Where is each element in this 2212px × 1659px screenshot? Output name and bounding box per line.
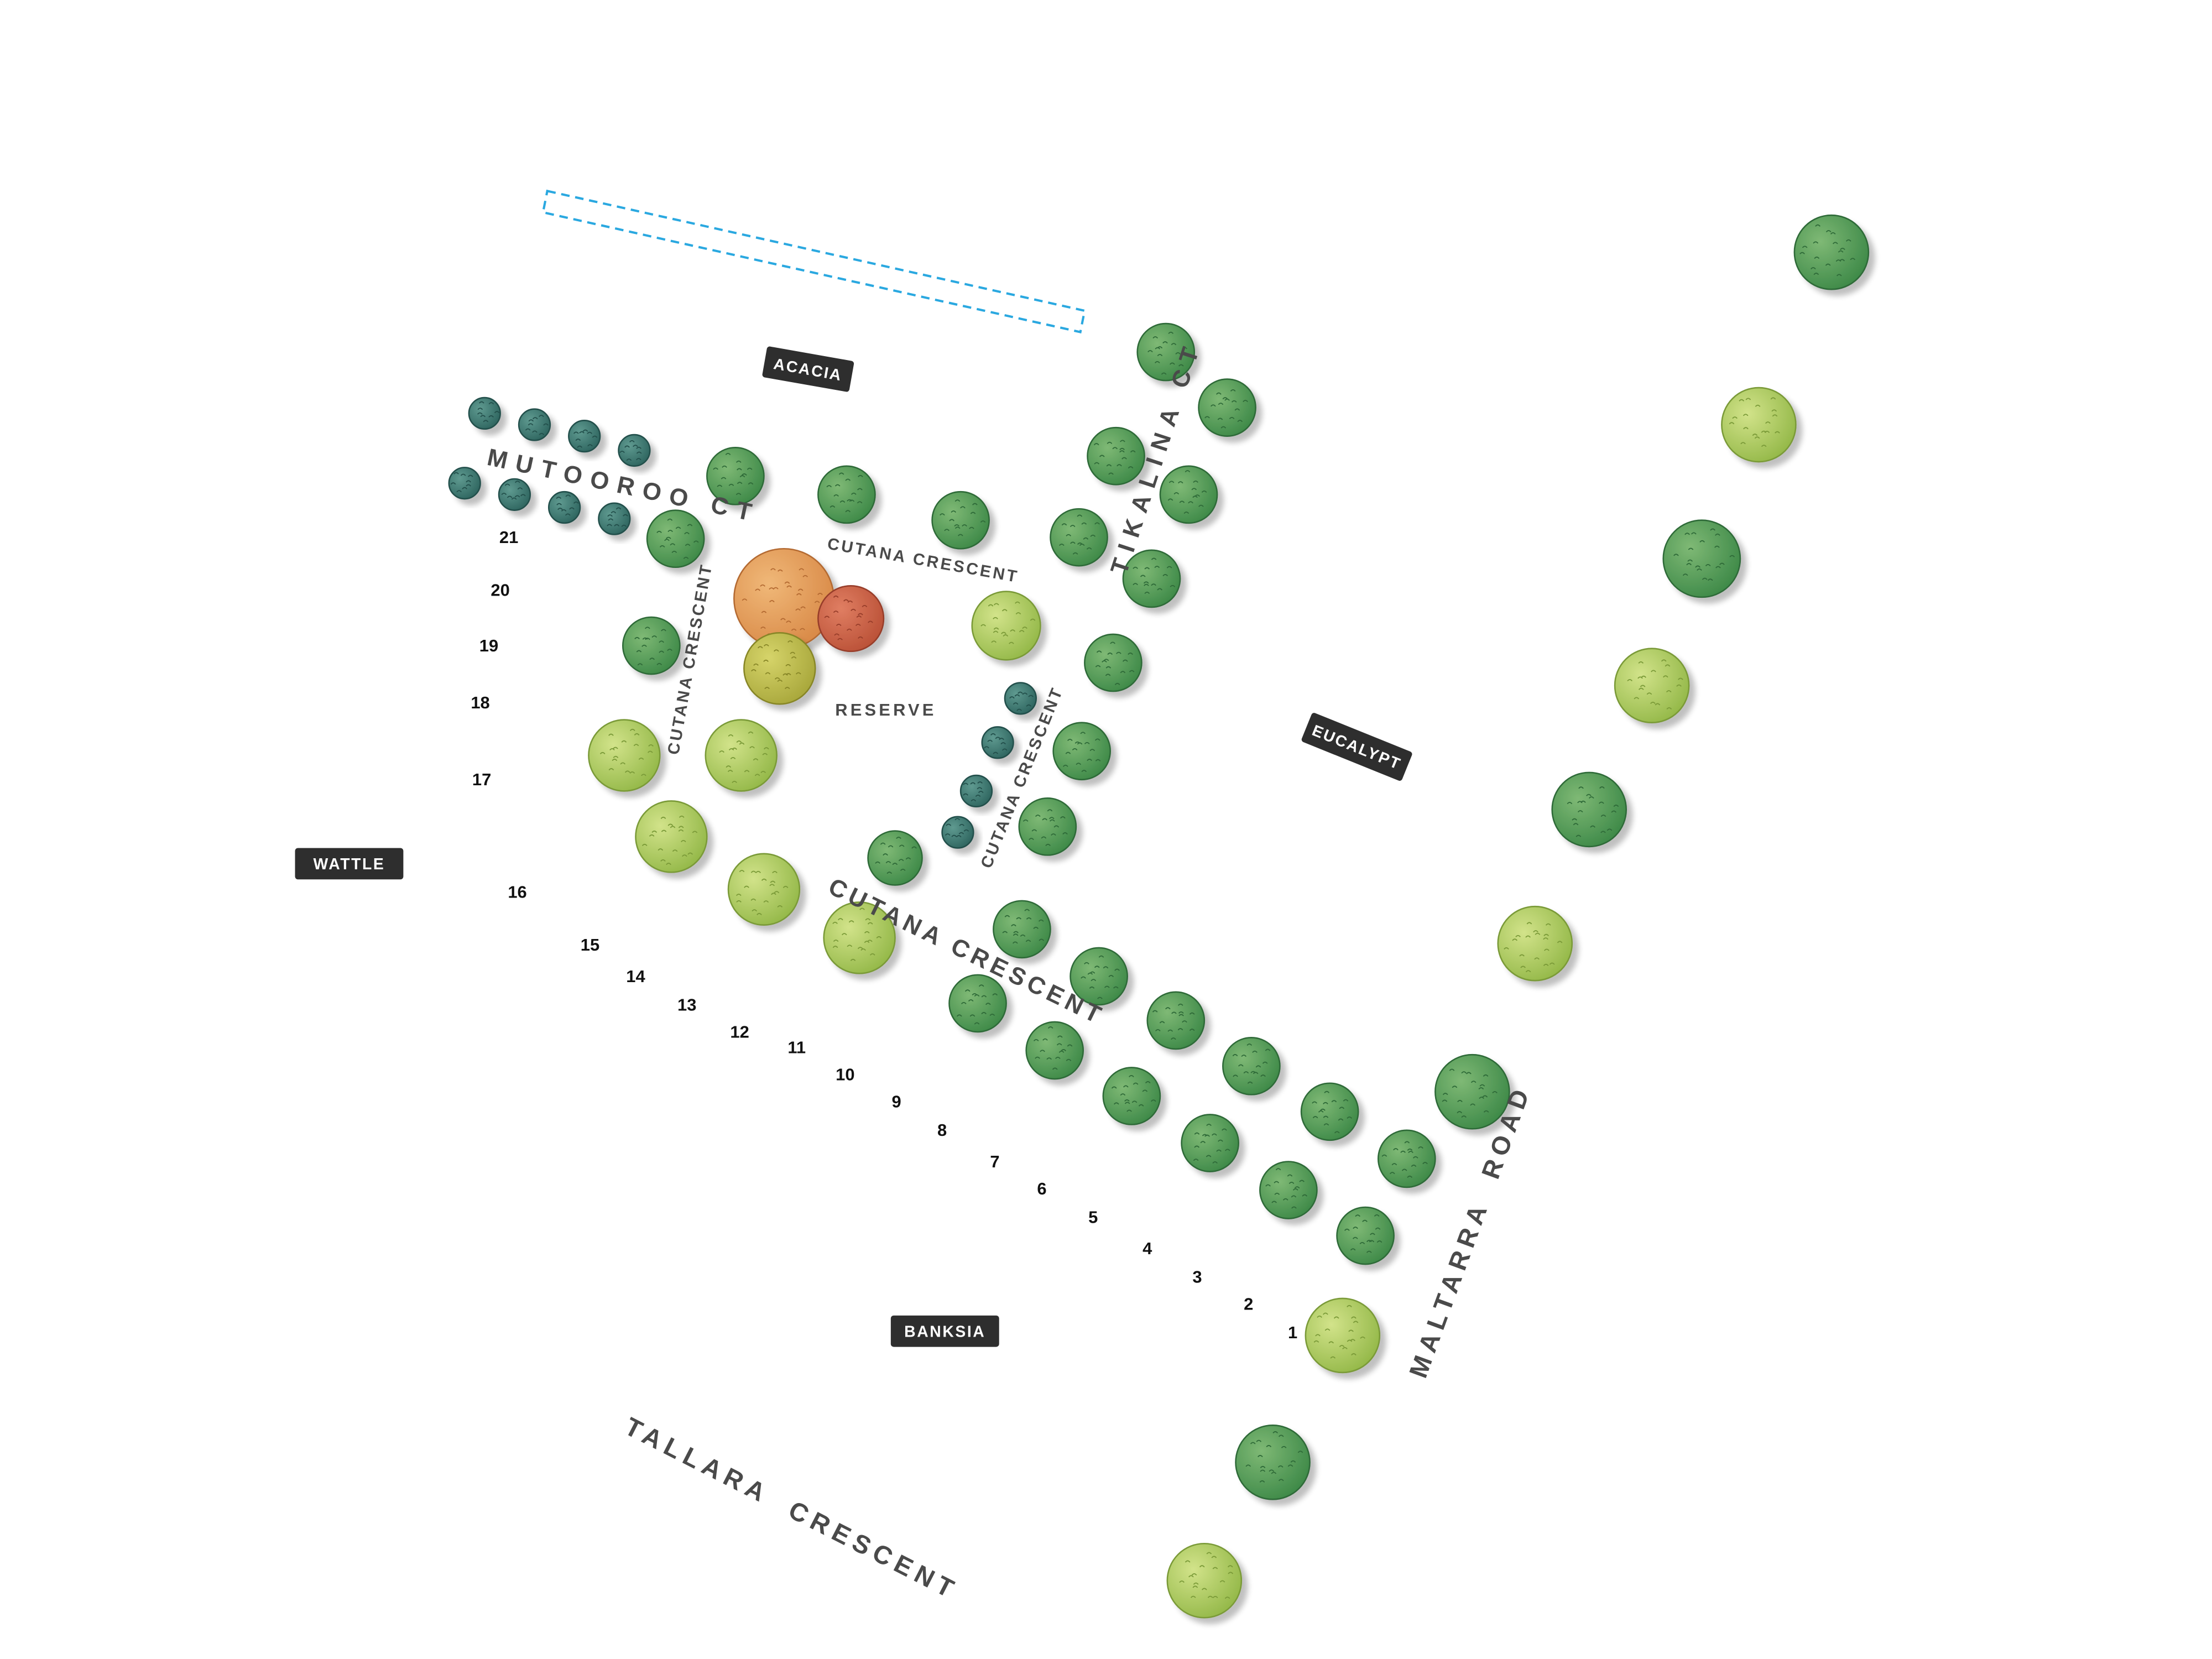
lot-number: 9 — [892, 1092, 901, 1112]
lot-number: 19 — [479, 636, 498, 655]
reserve-label: RESERVE — [835, 700, 936, 719]
lime-tree — [635, 800, 708, 873]
dark-green-tree — [1235, 1425, 1311, 1500]
dark-green-tree — [1050, 508, 1108, 567]
lot-number: 16 — [508, 883, 526, 902]
area-tag-eucalypt: EUCALYPT — [1301, 713, 1412, 781]
teal-shrub — [941, 816, 974, 849]
teal-shrub — [1004, 682, 1037, 715]
dark-green-tree — [1662, 519, 1741, 598]
svg-text:WATTLE: WATTLE — [314, 855, 385, 873]
dark-green-tree — [1146, 991, 1206, 1050]
dark-green-tree — [993, 900, 1051, 959]
dark-green-tree — [1087, 426, 1145, 486]
lime-tree — [1497, 905, 1573, 982]
dark-green-tree — [1102, 1067, 1161, 1125]
dark-green-tree — [1434, 1053, 1510, 1130]
dark-green-tree — [931, 491, 990, 550]
lime-tree — [727, 853, 801, 926]
dark-green-tree — [1222, 1037, 1281, 1095]
teal-shrub — [959, 774, 993, 808]
lot-number: 3 — [1192, 1267, 1202, 1287]
lime-tree — [823, 901, 896, 974]
lot-number: 7 — [990, 1152, 999, 1171]
teal-shrub — [618, 434, 651, 467]
lime-tree — [971, 591, 1041, 661]
teal-shrub — [448, 467, 481, 500]
dark-green-tree — [1136, 322, 1196, 382]
dark-green-tree — [1181, 1114, 1239, 1172]
dark-green-tree — [1198, 378, 1256, 437]
svg-text:BANKSIA: BANKSIA — [904, 1323, 985, 1341]
dark-green-tree — [646, 509, 705, 568]
lot-number: 6 — [1037, 1179, 1046, 1198]
lot-number: 8 — [937, 1120, 947, 1140]
teal-shrub — [598, 502, 631, 535]
lime-tree — [1721, 387, 1797, 463]
lot-number: 20 — [491, 580, 509, 599]
dark-green-tree — [1018, 797, 1077, 856]
lime-tree — [1166, 1542, 1243, 1619]
lot-number: 1 — [1288, 1323, 1297, 1342]
teal-shrub — [547, 491, 581, 524]
dark-green-tree — [1084, 633, 1142, 692]
lot-number: 13 — [677, 995, 696, 1014]
lot-number: 2 — [1244, 1295, 1253, 1314]
lot-number: 18 — [471, 693, 489, 712]
street-label-cutana-crescent-top: CUTANA CRESCENT — [826, 535, 1020, 586]
dark-green-tree — [1025, 1021, 1084, 1080]
lot-number: 4 — [1142, 1239, 1152, 1258]
lot-number: 21 — [499, 528, 518, 547]
teal-shrub — [468, 397, 501, 430]
lot-number: 14 — [626, 967, 645, 986]
lot-number: 17 — [472, 770, 491, 789]
dark-green-tree — [948, 974, 1007, 1033]
olive-tree — [743, 632, 816, 705]
teal-shrub — [568, 420, 601, 453]
area-tag-wattle: WATTLE — [295, 848, 404, 880]
street-label-tallara-crescent: TALLARA CRESCENT — [620, 1412, 963, 1605]
dark-green-tree — [817, 465, 876, 524]
lot-number: 12 — [730, 1022, 749, 1041]
lime-tree — [1614, 648, 1690, 723]
dark-green-tree — [1300, 1082, 1359, 1141]
teal-shrub — [981, 726, 1014, 759]
dark-green-tree — [1259, 1161, 1318, 1219]
lot-number: 5 — [1088, 1207, 1098, 1227]
dark-green-tree — [1052, 722, 1112, 781]
lime-tree — [705, 719, 778, 792]
lot-number: 11 — [787, 1038, 806, 1057]
area-tag-banksia: BANKSIA — [890, 1315, 999, 1347]
dark-green-tree — [1336, 1206, 1395, 1265]
lot-number: 15 — [581, 935, 599, 954]
dark-green-tree — [1551, 771, 1627, 848]
lime-tree — [588, 719, 661, 792]
dark-green-tree — [1377, 1129, 1436, 1188]
teal-shrub — [498, 478, 531, 511]
dark-green-tree — [622, 616, 681, 675]
dark-green-tree — [1122, 549, 1181, 608]
dashed-boundary-outline — [541, 189, 1086, 333]
dark-green-tree — [867, 830, 923, 886]
lot-number: 10 — [836, 1065, 854, 1084]
teal-shrub — [518, 408, 551, 441]
lime-tree — [1305, 1297, 1381, 1374]
dark-green-tree — [706, 446, 765, 505]
red-tree — [817, 585, 885, 653]
dark-green-tree — [1793, 214, 1870, 290]
trees-layer — [448, 214, 1870, 1619]
area-tag-acacia: ACACIA — [762, 346, 854, 392]
dark-green-tree — [1070, 947, 1128, 1006]
dark-green-tree — [1159, 465, 1218, 524]
